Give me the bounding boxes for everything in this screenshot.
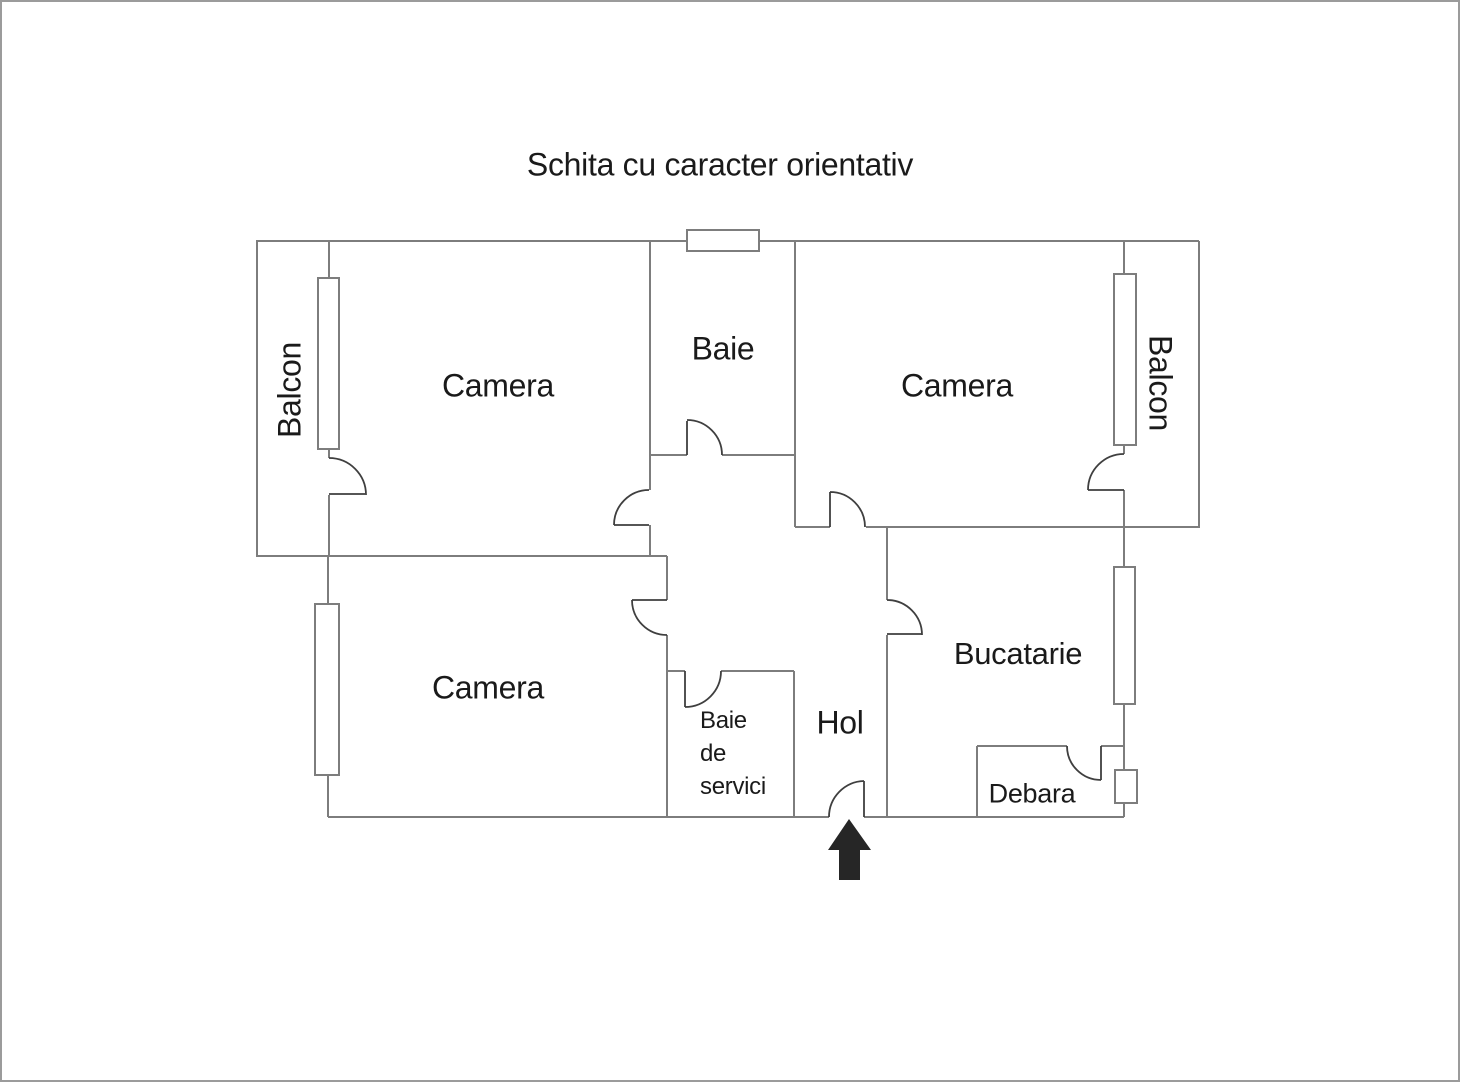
room-label-camera-bottom: Camera xyxy=(431,669,545,706)
window-baie-top xyxy=(686,229,760,252)
door-balcony-right xyxy=(1087,453,1125,491)
door-camera-top-left xyxy=(613,489,650,526)
room-label-hol: Hol xyxy=(816,704,864,741)
baie-de-servici-line2: de xyxy=(700,740,727,767)
window-debara xyxy=(1114,769,1138,804)
window-balcony-left xyxy=(317,277,340,450)
door-debara xyxy=(1066,745,1102,781)
windows xyxy=(314,229,1138,804)
door-baie xyxy=(686,419,723,456)
window-balcony-right xyxy=(1113,273,1137,446)
door-camera-top-right xyxy=(829,491,866,528)
door-camera-bottom xyxy=(631,599,668,636)
walls xyxy=(256,240,1200,818)
baie-de-servici-line1: Baie xyxy=(700,707,747,734)
window-bucatarie xyxy=(1113,566,1136,705)
room-label-camera-top-right: Camera xyxy=(900,367,1014,404)
room-label-baie: Baie xyxy=(691,330,755,367)
entrance-arrow-icon xyxy=(828,819,871,880)
door-entrance xyxy=(828,780,865,818)
room-label-camera-top-left: Camera xyxy=(441,367,555,404)
baie-de-servici-line3: servici xyxy=(700,773,766,800)
room-label-bucatarie: Bucatarie xyxy=(953,636,1083,671)
wall-balcony-right-outer xyxy=(1124,241,1200,528)
window-camera-bottom xyxy=(314,603,340,776)
room-label-baie-de-servici: Baie de servici xyxy=(700,704,766,803)
drawing-title: Schita cu caracter orientativ xyxy=(526,146,914,183)
wall-outer-top-left-balcony xyxy=(256,240,1199,557)
door-balcony-left xyxy=(328,457,367,496)
room-label-balcon-right: Balcon xyxy=(1142,334,1179,432)
room-label-debara: Debara xyxy=(988,778,1076,809)
door-baie-servici xyxy=(684,670,722,708)
room-label-balcon-left: Balcon xyxy=(271,341,308,439)
doors xyxy=(328,419,1125,818)
door-bucatarie xyxy=(886,599,923,636)
